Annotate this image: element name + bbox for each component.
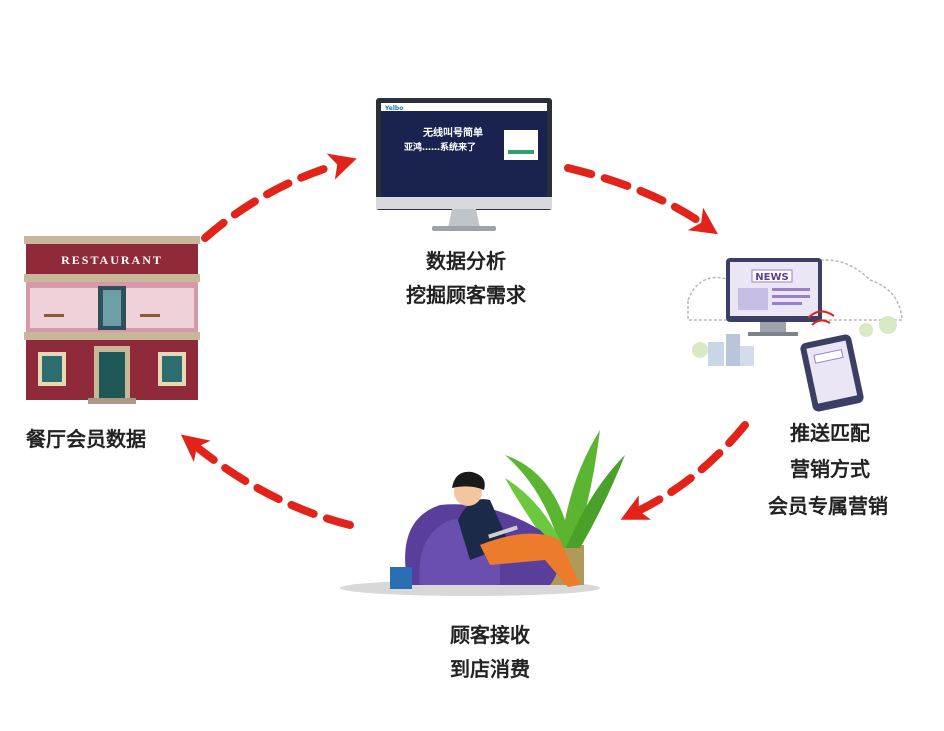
news-label: NEWS <box>755 272 788 283</box>
news-devices-icon: NEWS <box>687 258 903 412</box>
analysis-line-2: 挖掘顾客需求 <box>406 283 527 307</box>
customer-line-2: 到店消费 <box>450 657 530 681</box>
screen-line-1: 无线叫号简单 <box>422 126 483 139</box>
arrow-customer-to-restaurant <box>180 434 354 529</box>
arrow-analysis-to-push <box>564 164 718 235</box>
restaurant-sign: RESTAURANT <box>61 253 163 267</box>
desktop-monitor-icon: Yelbo 无线叫号简单 亚鸿……系统来了 <box>376 98 552 231</box>
analysis-line-1: 数据分析 <box>426 249 506 273</box>
restaurant-building-icon: RESTAURANT <box>24 236 200 404</box>
cycle-arrows <box>180 153 749 529</box>
push-line-1: 推送匹配 <box>790 421 870 445</box>
arrow-push-to-customer <box>620 421 749 520</box>
push-line-2: 营销方式 <box>790 457 870 481</box>
customer-line-1: 顾客接收 <box>450 623 530 647</box>
screen-line-2: 亚鸿……系统来了 <box>404 141 476 153</box>
screen-brand: Yelbo <box>384 105 403 112</box>
push-line-3: 会员专属营销 <box>768 494 888 518</box>
customer-on-sofa-icon <box>340 430 625 596</box>
restaurant-label: 餐厅会员数据 <box>26 427 146 451</box>
arrow-restaurant-to-analysis <box>201 153 357 242</box>
